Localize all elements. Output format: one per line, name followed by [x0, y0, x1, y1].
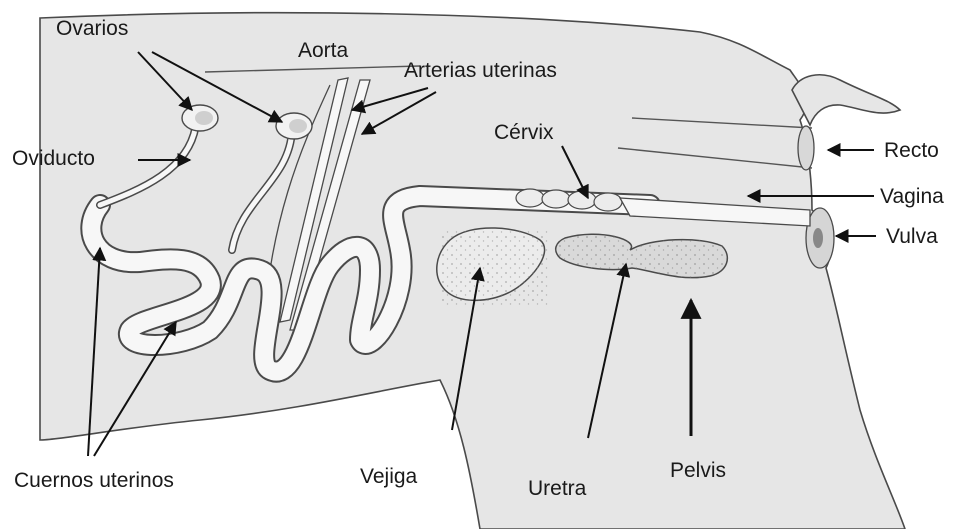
- label-cuernos-uterinos: Cuernos uterinos: [14, 470, 174, 491]
- label-vejiga: Vejiga: [360, 466, 417, 487]
- rectum-opening: [798, 126, 814, 170]
- tail: [792, 75, 900, 125]
- label-recto: Recto: [884, 140, 939, 161]
- label-pelvis: Pelvis: [670, 460, 726, 481]
- label-vulva: Vulva: [886, 226, 938, 247]
- label-aorta: Aorta: [298, 40, 348, 61]
- label-uretra: Uretra: [528, 478, 586, 499]
- label-oviducto: Oviducto: [12, 148, 95, 169]
- label-vagina: Vagina: [880, 186, 944, 207]
- label-cervix: Cérvix: [494, 122, 554, 143]
- label-ovarios: Ovarios: [56, 18, 128, 39]
- label-arterias-uterinas: Arterias uterinas: [404, 60, 557, 81]
